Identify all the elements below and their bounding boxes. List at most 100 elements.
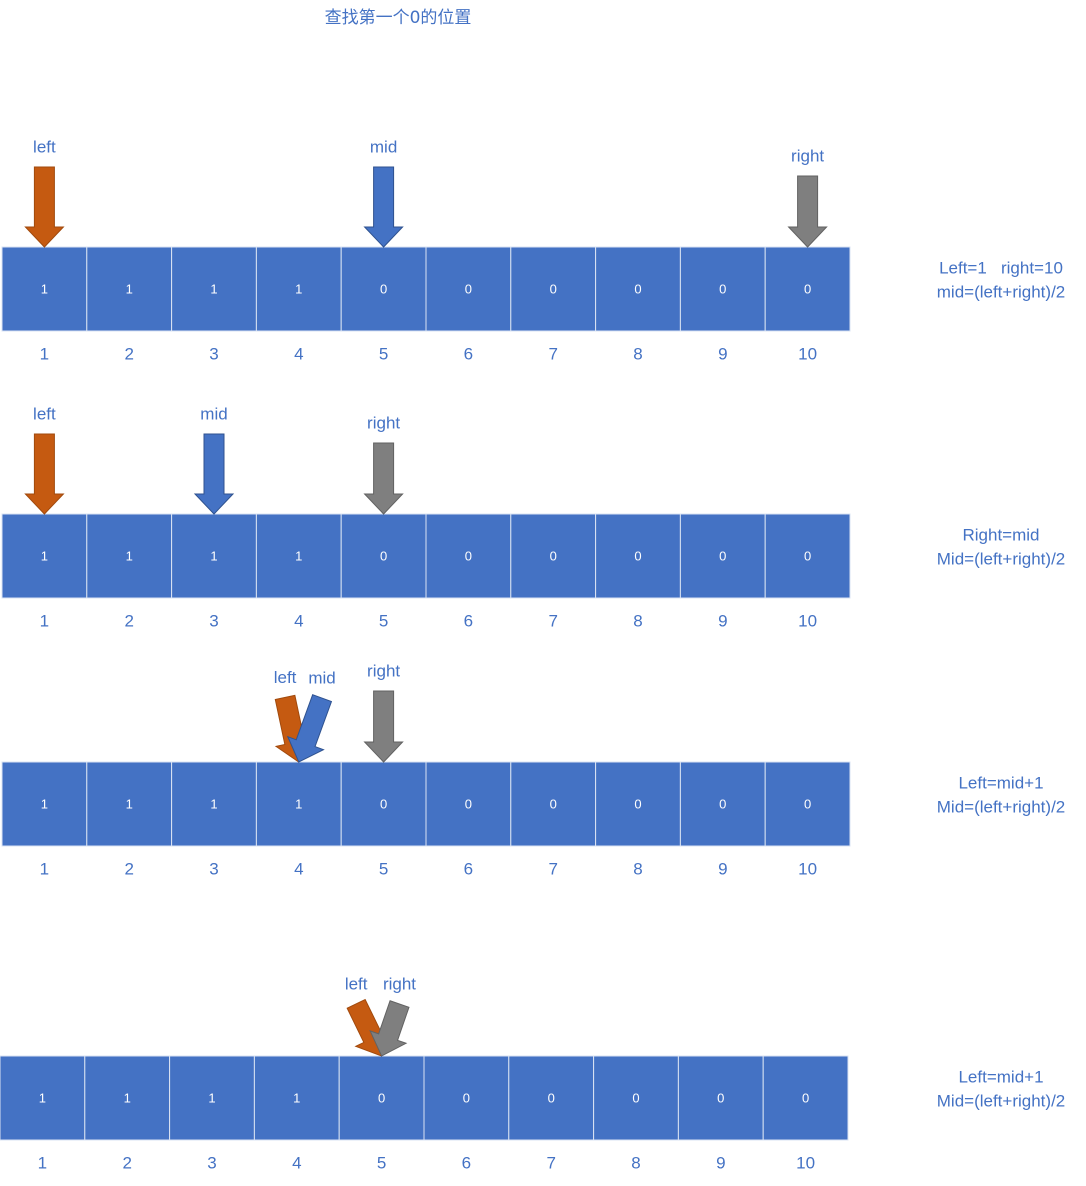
cell-value: 0 [550,549,557,564]
index-label: 1 [40,860,49,879]
index-label: 3 [209,860,218,879]
mid-pointer-arrow [193,433,235,515]
cell-value: 0 [719,282,726,297]
index-label: 3 [209,612,218,631]
index-label: 8 [633,860,642,879]
index-label: 3 [207,1154,216,1173]
array-cell [171,246,257,332]
array-cell [764,246,851,332]
cell-value: 0 [717,1091,724,1106]
left-pointer-label: left [274,668,297,687]
left-pointer-arrow [24,433,65,515]
mid-pointer-label: mid [308,669,335,688]
left-pointer-arrow [24,166,65,248]
mid-pointer-arrow [363,166,404,248]
index-label: 7 [548,612,557,631]
index-label: 8 [633,345,642,364]
cell-value: 1 [295,282,302,297]
cell-value: 1 [210,282,217,297]
cell-value: 1 [295,797,302,812]
index-label: 7 [546,1154,555,1173]
array-cell [510,761,597,847]
index-label: 1 [38,1154,47,1173]
array-cell [764,513,851,599]
array-cell [679,246,766,332]
step-note: Mid=(left+right)/2 [937,550,1066,569]
cell-value: 0 [465,549,472,564]
array-cell [595,246,681,332]
index-label: 9 [718,860,727,879]
step-note: Mid=(left+right)/2 [937,798,1066,817]
array-cell [762,1055,849,1141]
array-cell [510,246,597,332]
array-cell [86,513,173,599]
index-label: 2 [124,612,133,631]
index-label: 4 [294,612,303,631]
mid-pointer-arrow [286,694,333,763]
array-cell [84,1055,171,1141]
index-label: 2 [124,860,133,879]
cell-value: 0 [380,282,387,297]
array-cell [1,246,88,332]
array-cell [255,246,342,332]
array-cell [595,761,681,847]
index-label: 8 [631,1154,640,1173]
cell-value: 1 [126,549,133,564]
index-label: 5 [379,612,388,631]
right-pointer-label: right [367,414,400,433]
cell-value: 0 [463,1091,470,1106]
right-pointer-arrow [369,1000,410,1057]
index-label: 5 [379,860,388,879]
cell-value: 0 [634,797,641,812]
array-cell [425,513,512,599]
right-pointer-label: right [791,147,824,166]
array-cell [1,761,88,847]
index-label: 10 [798,860,817,879]
index-label: 1 [40,345,49,364]
step-note: Mid=(left+right)/2 [937,1092,1066,1111]
cell-value: 0 [632,1091,639,1106]
step-note: mid=(left+right)/2 [937,283,1066,302]
cell-value: 1 [124,1091,131,1106]
index-label: 6 [464,612,473,631]
index-label: 9 [716,1154,725,1173]
index-label: 9 [718,345,727,364]
index-label: 10 [798,345,817,364]
index-label: 6 [464,345,473,364]
index-label: 4 [292,1154,301,1173]
array-cell [253,1055,340,1141]
cell-value: 1 [41,282,48,297]
array-cell [171,513,257,599]
index-label: 6 [462,1154,471,1173]
array-cell [425,246,512,332]
index-label: 4 [294,345,303,364]
index-label: 2 [122,1154,131,1173]
cell-value: 0 [634,282,641,297]
step-note: Left=mid+1 [958,1068,1043,1087]
array-cell [510,513,597,599]
cell-value: 1 [293,1091,300,1106]
cell-value: 1 [208,1091,215,1106]
array-cell [255,513,342,599]
array-cell [679,513,766,599]
cell-value: 0 [804,797,811,812]
array-cell [0,1055,86,1141]
left-pointer-label: left [33,405,56,424]
array-cell [423,1055,510,1141]
array-cell [86,246,173,332]
index-label: 1 [40,612,49,631]
